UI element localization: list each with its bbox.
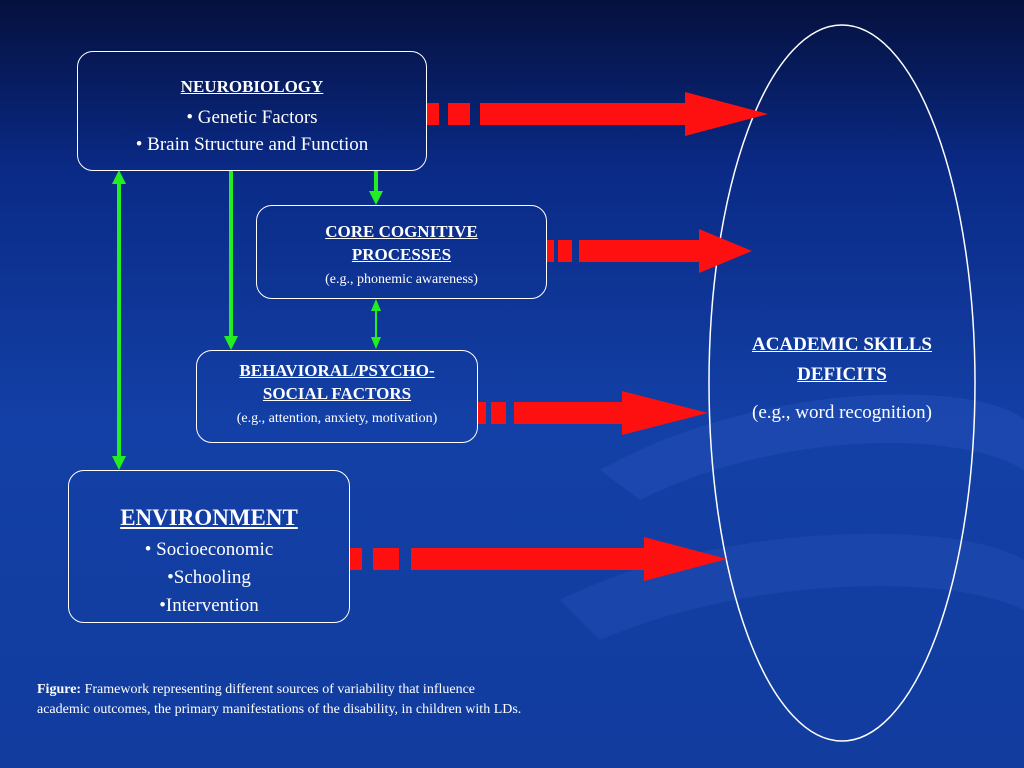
green-arrows [112,170,383,470]
arrowhead-down [371,337,381,349]
neuro-outcome-arrow [427,92,768,136]
neurobiology-title: NEUROBIOLOGY [180,77,324,96]
neurobiology-item: • Brain Structure and Function [135,134,369,155]
outcome-title-line1: ACADEMIC SKILLS [751,334,932,355]
outcome-example: (e.g., word recognition) [752,402,932,423]
neurobiology-box: NEUROBIOLOGY • Genetic Factors • Brain S… [77,51,427,171]
neurobiology-item: • Genetic Factors [186,107,318,128]
arrowhead-up [112,170,126,184]
caption-label: Figure: [37,682,82,697]
red-arrows [350,92,768,581]
core-example: (e.g., phonemic awareness) [325,272,478,287]
outcome-label: ACADEMIC SKILLS DEFICITS (e.g., word rec… [722,330,962,428]
core-title-line1: CORE COGNITIVE [325,222,478,241]
core-cognitive-box: CORE COGNITIVE PROCESSES (e.g., phonemic… [256,205,547,299]
arrowhead-down [224,336,238,350]
behavioral-box: BEHAVIORAL/PSYCHO- SOCIAL FACTORS (e.g.,… [196,350,478,443]
core-title-line2: PROCESSES [351,245,452,264]
arrowhead-down [112,456,126,470]
core-outcome-arrow [546,229,752,273]
environment-item: •Schooling [167,567,251,588]
environment-item: •Intervention [159,595,259,616]
behavioral-title-line2: SOCIAL FACTORS [262,384,412,403]
arrowhead-down [369,191,383,205]
caption-text-line1: Framework representing different sources… [84,682,476,697]
arrowhead-up [371,299,381,311]
environment-item: • Socioeconomic [144,539,274,560]
outcome-title-line2: DEFICITS [797,364,887,385]
background-swoosh [600,394,1024,500]
caption-text-line2: academic outcomes, the primary manifesta… [37,702,522,717]
environment-box: ENVIRONMENT • Socioeconomic •Schooling •… [68,470,350,623]
behavioral-title-line1: BEHAVIORAL/PSYCHO- [239,361,435,380]
figure-caption: Figure: Framework representing different… [37,680,637,720]
behavioral-outcome-arrow [478,391,708,435]
environment-title: ENVIRONMENT [120,505,298,530]
behavioral-example: (e.g., attention, anxiety, motivation) [236,411,438,426]
environment-outcome-arrow [350,537,727,581]
outcome-ellipse [708,24,976,742]
